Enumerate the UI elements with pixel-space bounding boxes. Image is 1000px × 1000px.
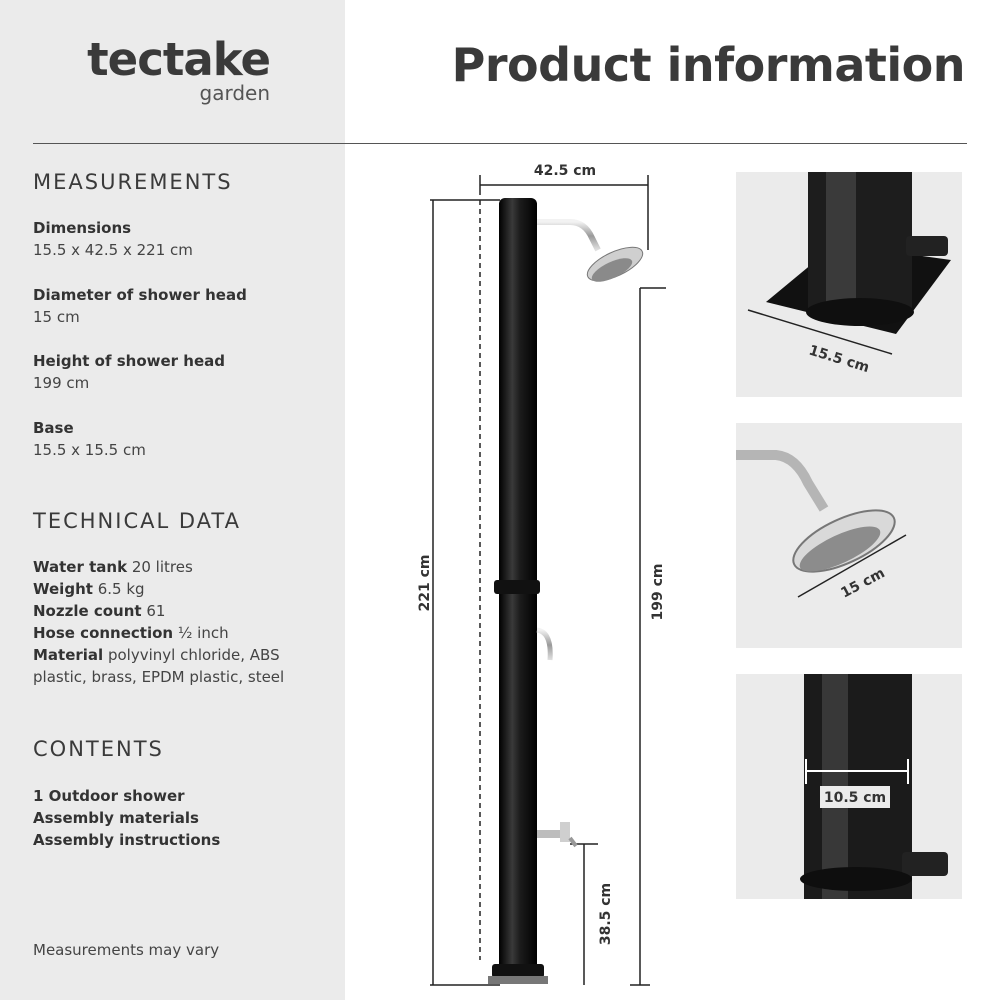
shower-pole: [488, 198, 548, 984]
tech-value: polyvinyl chloride, ABS plastic, brass, …: [33, 646, 285, 686]
page-title: Product information: [451, 38, 966, 92]
head-height-dimension: 199 cm: [630, 287, 666, 986]
spec-value: 15.5 x 42.5 x 221 cm: [33, 241, 193, 259]
spec-label: Diameter of shower head: [33, 286, 247, 304]
tech-value: 61: [141, 602, 166, 620]
contents-heading: CONTENTS: [33, 737, 164, 761]
tech-label: Hose connection: [33, 624, 174, 642]
tech-row: Nozzle count 61: [33, 600, 333, 622]
head-detail-photo: 15 cm: [736, 423, 962, 648]
contents-item: Assembly materials: [33, 809, 199, 827]
tech-label: Water tank: [33, 558, 128, 576]
shower-diagram: 42.5 cm 221 cm 199 cm 38.5 cm: [417, 163, 666, 986]
spec-value: 15 cm: [33, 308, 80, 326]
technical-list: Water tank 20 litres Weight 6.5 kg Nozzl…: [33, 556, 333, 688]
spec-label: Base: [33, 419, 74, 437]
base-detail-photo: 15.5 cm: [736, 172, 962, 397]
tap-height-dimension: 38.5 cm: [570, 843, 614, 985]
contents-list: 1 Outdoor shower Assembly materials Asse…: [33, 785, 220, 851]
spec-dimensions: Dimensions 15.5 x 42.5 x 221 cm: [33, 217, 193, 261]
total-height-dimension: 221 cm: [417, 199, 500, 986]
spec-shower-head-diameter: Diameter of shower head 15 cm: [33, 284, 247, 328]
tech-value: ½ inch: [173, 624, 229, 642]
shower-head: [537, 219, 644, 282]
head-height-label: 199 cm: [650, 564, 666, 621]
width-label: 42.5 cm: [534, 163, 596, 179]
spec-label: Dimensions: [33, 219, 132, 237]
tech-row: Weight 6.5 kg: [33, 578, 333, 600]
spec-value: 15.5 x 15.5 cm: [33, 441, 146, 459]
head-dimension-label: 15 cm: [838, 565, 887, 601]
brand-sub: garden: [199, 81, 271, 105]
disclaimer-note: Measurements may vary: [33, 941, 220, 959]
tech-value: 20 litres: [127, 558, 193, 576]
tech-row: Hose connection ½ inch: [33, 622, 333, 644]
tech-label: Nozzle count: [33, 602, 142, 620]
total-height-label: 221 cm: [417, 555, 433, 612]
base-dimension-label: 15.5 cm: [807, 343, 871, 377]
contents-item: 1 Outdoor shower: [33, 787, 185, 805]
tech-row: Water tank 20 litres: [33, 556, 333, 578]
spec-shower-head-height: Height of shower head 199 cm: [33, 350, 225, 394]
tech-value: 6.5 kg: [92, 580, 145, 598]
info-sidebar: [0, 0, 345, 1000]
measurements-heading: MEASUREMENTS: [33, 170, 233, 194]
tap-height-label: 38.5 cm: [598, 883, 614, 945]
tube-dimension-label: 10.5 cm: [824, 790, 886, 806]
tech-label: Material: [33, 646, 104, 664]
mixer-lever: [536, 627, 553, 661]
spec-value: 199 cm: [33, 374, 90, 392]
width-dimension: 42.5 cm: [479, 163, 649, 250]
tube-detail-photo: 10.5 cm: [736, 674, 962, 899]
water-tap: [537, 822, 578, 848]
brand-logo: tectake garden: [78, 33, 271, 105]
brand-name: tectake: [87, 33, 271, 86]
spec-label: Height of shower head: [33, 352, 226, 370]
contents-item: Assembly instructions: [33, 831, 221, 849]
header-divider: [33, 143, 967, 144]
technical-heading: TECHNICAL DATA: [33, 509, 241, 533]
tech-row: Material polyvinyl chloride, ABS plastic…: [33, 644, 333, 688]
spec-base: Base 15.5 x 15.5 cm: [33, 417, 146, 461]
tech-label: Weight: [33, 580, 93, 598]
